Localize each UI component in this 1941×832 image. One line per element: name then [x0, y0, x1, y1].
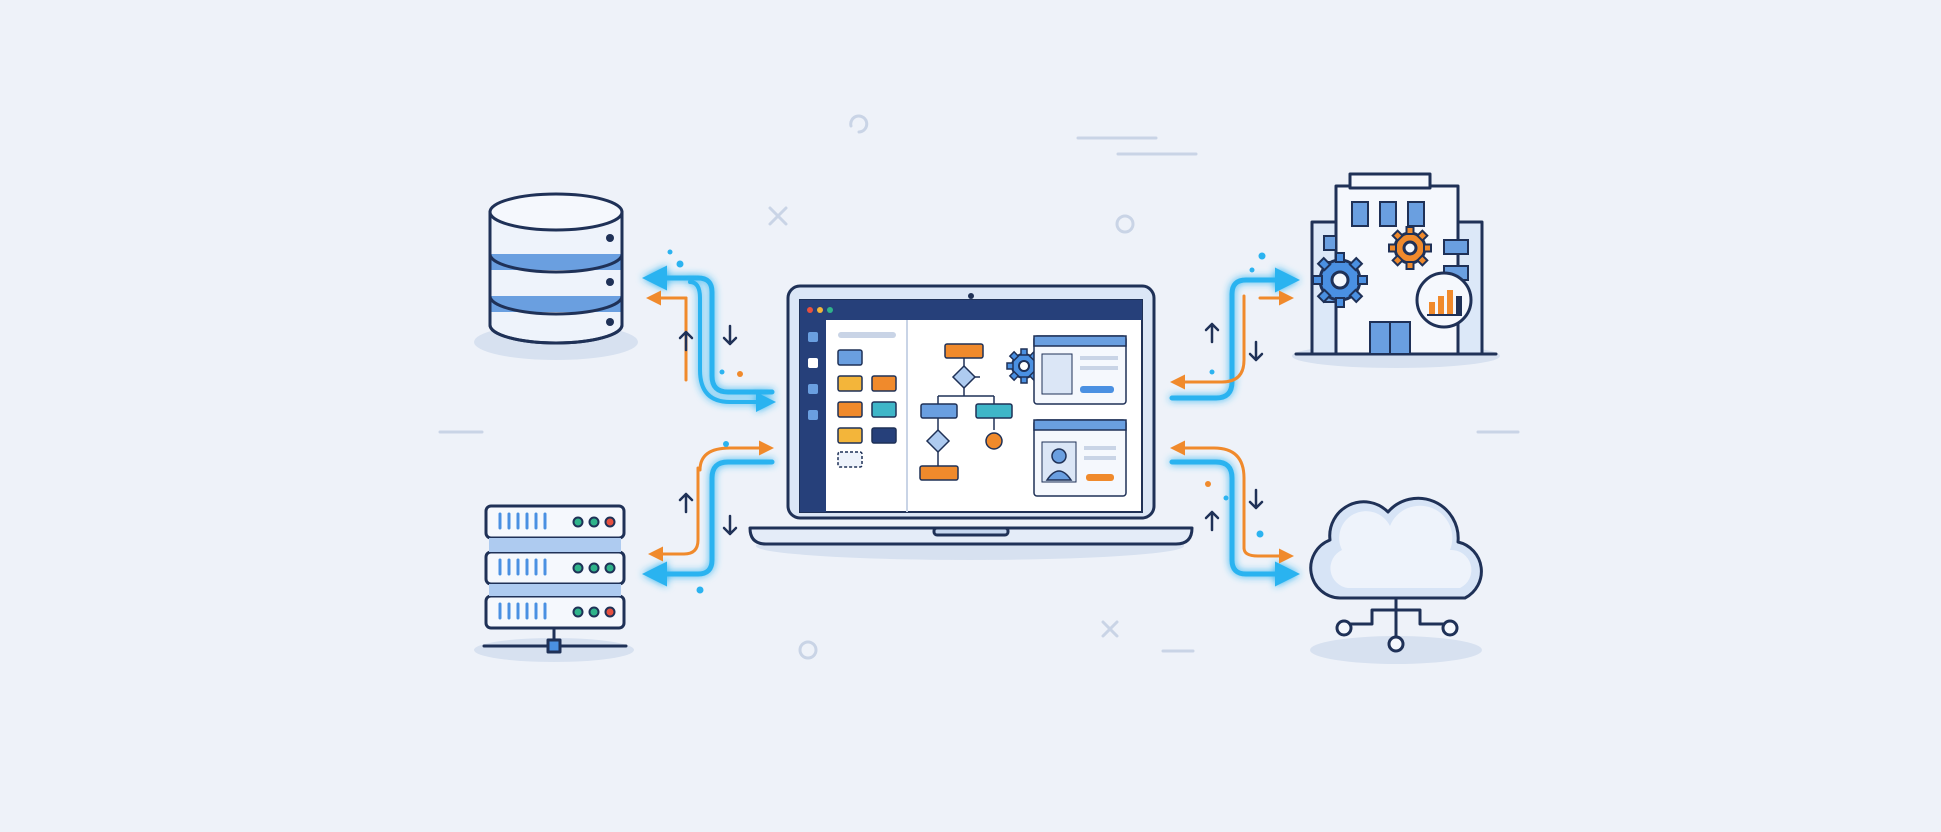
connector-database: [642, 265, 772, 402]
bar-chart-icon: [1415, 271, 1473, 329]
data-flow-connectors: [642, 249, 1300, 594]
connector-server: [642, 440, 775, 587]
office-building-gears-icon: [1292, 172, 1500, 368]
background-decorations: [438, 114, 1520, 660]
gear-icon: [1388, 226, 1432, 270]
server-rack-icon: [474, 504, 634, 662]
database-icon: [474, 192, 638, 360]
connector-enterprise: [1169, 267, 1300, 401]
arrow-down-icon: [722, 514, 738, 536]
laptop-workflow-icon: [748, 284, 1194, 560]
arrow-up-icon: [678, 330, 694, 352]
arrow-up-icon: [1204, 510, 1220, 532]
arrow-down-icon: [1248, 488, 1264, 510]
arrow-up-icon: [1204, 322, 1220, 344]
cloud-network-icon: [1309, 496, 1483, 664]
form-panel: [1033, 335, 1127, 405]
arrow-down-icon: [722, 324, 738, 346]
profile-panel: [1033, 419, 1127, 497]
gear-icon: [1312, 252, 1368, 308]
connector-cloud: [1169, 440, 1300, 587]
arrow-down-icon: [1248, 340, 1264, 362]
arrow-up-icon: [678, 492, 694, 514]
workflow-flowchart: [919, 343, 1013, 481]
